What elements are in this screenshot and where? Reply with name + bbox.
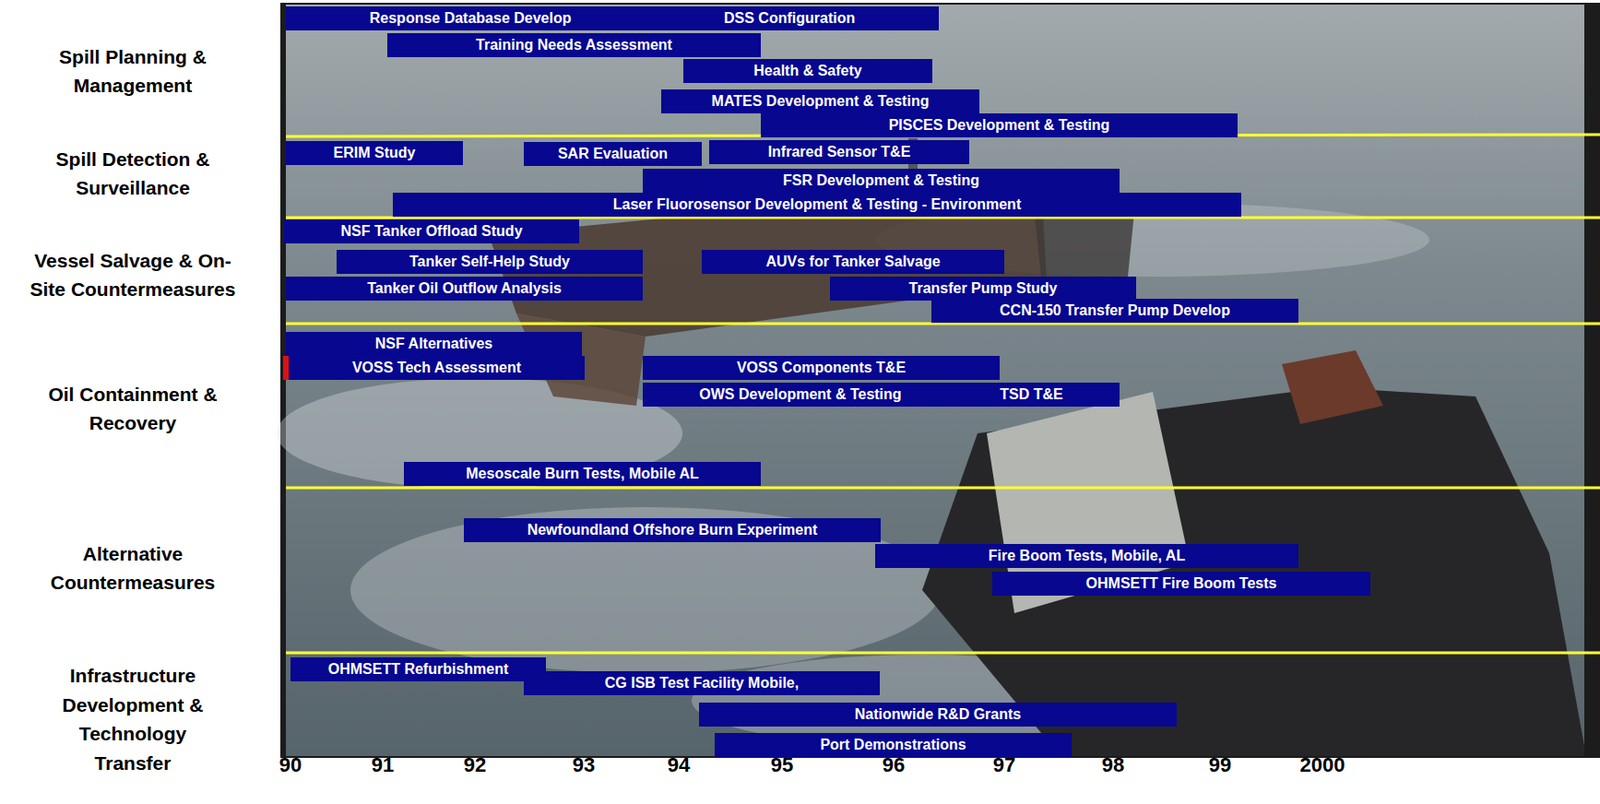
bar-label: Tanker Oil Outflow Analysis — [367, 280, 562, 297]
bar-label: Response Database Develop — [369, 10, 572, 27]
category-label: Spill Detection & Surveillance — [22, 144, 244, 203]
row-divider — [285, 486, 1600, 490]
bar-label: NSF Tanker Offload Study — [340, 223, 522, 240]
gantt-bar: Nationwide R&D Grants — [699, 702, 1177, 727]
bar-label: SAR Evaluation — [557, 145, 668, 163]
gantt-bar: Mesoscale Burn Tests, Mobile AL — [403, 462, 761, 486]
gantt-bar: NSF Tanker Offload Study — [284, 219, 580, 244]
bar-label: Tanker Self-Help Study — [409, 253, 570, 271]
bar-label: FSR Development & Testing — [782, 172, 980, 190]
gantt-bar: Response Database Develop DSS Configurati… — [285, 6, 939, 31]
category-label: Spill Planning & Management — [22, 42, 244, 101]
year-label: 94 — [667, 753, 690, 778]
bar-label: OHMSETT Refurbishment — [328, 661, 510, 678]
bar-label: Newfoundland Offshore Burn Experiment — [527, 521, 818, 539]
bar-label: Fire Boom Tests, Mobile, AL — [988, 547, 1186, 565]
category-label: Oil Containment & Recovery — [22, 379, 244, 439]
gantt-bar: MATES Development & Testing — [661, 89, 980, 114]
tanker-bow — [922, 387, 1587, 757]
year-label: 99 — [1208, 753, 1232, 778]
category-label: Alternative Countermeasures — [22, 539, 244, 598]
year-label: 97 — [993, 753, 1016, 778]
bar-label: VOSS Components T&E — [736, 359, 906, 377]
gantt-bar: OWS Development & Testing TSD T&E — [642, 382, 1120, 407]
bar-label: TSD T&E — [999, 386, 1063, 403]
photo-frame — [1584, 4, 1600, 757]
bar-label: Laser Fluorosensor Development & Testing… — [613, 196, 1021, 214]
bar-label: OWS Development & Testing — [699, 386, 901, 403]
bar-label: VOSS Tech Assessment — [352, 359, 522, 377]
year-label: 91 — [371, 753, 394, 778]
gantt-bar: FSR Development & Testing — [642, 168, 1120, 193]
gantt-bar: VOSS Tech Assessment — [288, 355, 585, 380]
gantt-bar: CCN-150 Transfer Pump Develop — [931, 298, 1299, 323]
bar-label: Training Needs Assessment — [475, 36, 673, 54]
row-divider — [285, 651, 1600, 655]
gantt-bar: VOSS Components T&E — [642, 355, 1000, 380]
gantt-bar: SAR Evaluation — [523, 142, 702, 166]
category-label: Infrastructure Development & Technology … — [49, 661, 216, 778]
bar-label: AUVs for Tanker Salvage — [765, 253, 940, 271]
gantt-bar: Tanker Oil Outflow Analysis — [285, 276, 643, 301]
gantt-bar: OHMSETT Refurbishment — [290, 657, 546, 682]
gantt-bar: Infrared Sensor T&E — [709, 140, 970, 165]
row-dividers — [285, 134, 1600, 653]
bar-label: NSF Alternatives — [375, 335, 493, 353]
bar-label: Port Demonstrations — [819, 736, 966, 754]
year-label: 90 — [279, 753, 302, 778]
bar-label: Mesoscale Burn Tests, Mobile AL — [465, 465, 700, 483]
year-label: 92 — [463, 753, 486, 778]
gantt-bar: Laser Fluorosensor Development & Testing… — [392, 192, 1242, 217]
year-label: 96 — [882, 753, 905, 778]
bar-label: MATES Development & Testing — [711, 93, 930, 110]
gantt-bar: OHMSETT Fire Boom Tests — [992, 571, 1371, 596]
year-label: 98 — [1102, 753, 1125, 778]
bar-label: Nationwide R&D Grants — [854, 706, 1021, 723]
gantt-bar: Transfer Pump Study — [829, 276, 1137, 301]
gantt-bar: Tanker Self-Help Study — [336, 249, 643, 274]
bar-label: DSS Configuration — [723, 10, 855, 27]
gantt-bar: Fire Boom Tests, Mobile, AL — [875, 544, 1299, 569]
bar-label: CCN-150 Transfer Pump Develop — [999, 302, 1231, 320]
bar-label: Health & Safety — [753, 62, 862, 80]
gantt-bar: Health & Safety — [683, 59, 933, 83]
gantt-bar: AUVs for Tanker Salvage — [701, 249, 1005, 274]
gantt-bar: ERIM Study — [285, 141, 463, 166]
gantt-bar: NSF Alternatives — [285, 331, 582, 356]
bar-label: Transfer Pump Study — [909, 280, 1058, 297]
gantt-bar: Training Needs Assessment — [387, 33, 761, 58]
year-label: 93 — [572, 753, 595, 778]
gantt-bar: Newfoundland Offshore Burn Experiment — [463, 518, 881, 543]
category-label: Vessel Salvage & On-Site Countermeasures — [22, 246, 244, 305]
bar-label: CG ISB Test Facility Mobile, — [604, 675, 799, 692]
year-label: 2000 — [1300, 753, 1346, 778]
bar-label: PISCES Development & Testing — [888, 117, 1111, 134]
bar-label: ERIM Study — [333, 144, 416, 162]
bar-label: Infrared Sensor T&E — [768, 143, 912, 161]
bar-label: OHMSETT Fire Boom Tests — [1086, 575, 1278, 593]
year-label: 95 — [770, 753, 794, 778]
gantt-bar: PISCES Development & Testing — [760, 113, 1238, 138]
gantt-bar: CG ISB Test Facility Mobile, — [523, 671, 880, 696]
tanker-funnel — [1281, 350, 1384, 425]
surf-foam — [350, 507, 941, 674]
